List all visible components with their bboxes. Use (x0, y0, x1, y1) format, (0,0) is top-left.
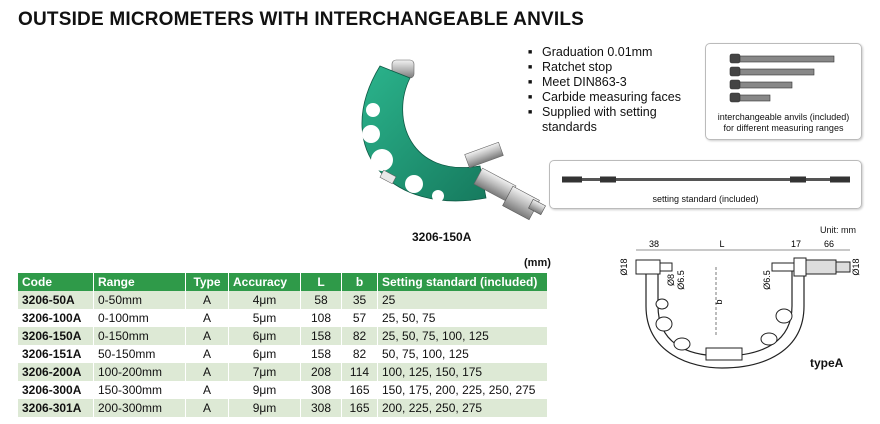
cell-code: 3206-200A (18, 363, 94, 381)
col-L: L (300, 273, 342, 291)
dim-d18-right: Ø18 (851, 258, 861, 275)
col-b: b (341, 273, 378, 291)
cell-code: 3206-301A (18, 399, 94, 417)
cell-range: 100-200mm (93, 363, 186, 381)
anvils-panel: interchangeable anvils (included) for di… (705, 43, 862, 140)
dim-d18-left: Ø18 (619, 258, 629, 275)
cell-L: 58 (300, 291, 342, 309)
cell-code: 3206-100A (18, 309, 94, 327)
table-row: 3206-301A 200-300mm A 9μm 308 165 200, 2… (18, 399, 548, 417)
anvil-rods-image (729, 53, 835, 103)
cell-range: 150-300mm (93, 381, 186, 399)
cell-L: 158 (300, 327, 342, 345)
feature-item: Graduation 0.01mm (528, 45, 698, 60)
cell-accuracy: 6μm (228, 345, 301, 363)
cell-code: 3206-150A (18, 327, 94, 345)
feature-item: Meet DIN863-3 (528, 75, 698, 90)
cell-L: 108 (300, 309, 342, 327)
cell-setting-standard: 50, 75, 100, 125 (377, 345, 548, 363)
cell-type: A (185, 327, 229, 345)
cell-type: A (185, 291, 229, 309)
cell-b: 82 (341, 345, 378, 363)
cell-accuracy: 6μm (228, 327, 301, 345)
cell-accuracy: 5μm (228, 309, 301, 327)
col-setting-standard: Setting standard (included) (377, 273, 548, 291)
cell-code: 3206-50A (18, 291, 94, 309)
cell-setting-standard: 25 (377, 291, 548, 309)
drawing-unit: Unit: mm (820, 225, 856, 235)
col-code: Code (18, 273, 94, 291)
cell-range: 0-50mm (93, 291, 186, 309)
cell-L: 158 (300, 345, 342, 363)
cell-b: 165 (341, 381, 378, 399)
setting-standard-panel: setting standard (included) (549, 160, 862, 209)
cell-b: 165 (341, 399, 378, 417)
cell-b: 82 (341, 327, 378, 345)
table-row: 3206-151A 50-150mm A 6μm 158 82 50, 75, … (18, 345, 548, 363)
dim-L: L (719, 239, 724, 249)
anvils-caption-line: interchangeable anvils (included) (717, 112, 850, 122)
cell-type: A (185, 381, 229, 399)
cell-range: 0-100mm (93, 309, 186, 327)
table-unit: (mm) (524, 257, 551, 269)
table-row: 3206-50A 0-50mm A 4μm 58 35 25 (18, 291, 548, 309)
type-label: typeA (810, 356, 844, 370)
setting-standard-rod-image (562, 176, 850, 183)
cell-L: 208 (300, 363, 342, 381)
cell-b: 57 (341, 309, 378, 327)
dimension-drawing: 38 L 17 66 Ø18 Ø18 Ø8 Ø6.5 Ø6.5 b (619, 239, 861, 369)
cell-setting-standard: 25, 50, 75 (377, 309, 548, 327)
cell-code: 3206-151A (18, 345, 94, 363)
spec-table: Code Range Type Accuracy L b Setting sta… (18, 273, 548, 417)
cell-accuracy: 9μm (228, 399, 301, 417)
cell-type: A (185, 309, 229, 327)
cell-setting-standard: 100, 125, 150, 175 (377, 363, 548, 381)
cell-range: 0-150mm (93, 327, 186, 345)
setting-standard-caption: setting standard (included) (652, 194, 759, 204)
cell-accuracy: 9μm (228, 381, 301, 399)
anvils-caption-line: for different measuring ranges (723, 123, 844, 133)
dim-38: 38 (649, 239, 659, 249)
cell-range: 200-300mm (93, 399, 186, 417)
cell-accuracy: 4μm (228, 291, 301, 309)
table-row: 3206-100A 0-100mm A 5μm 108 57 25, 50, 7… (18, 309, 548, 327)
cell-b: 114 (341, 363, 378, 381)
table-header-row: Code Range Type Accuracy L b Setting sta… (18, 273, 548, 291)
feature-list: Graduation 0.01mm Ratchet stop Meet DIN8… (528, 45, 698, 135)
micrometer-photo (361, 59, 546, 221)
model-label: 3206-150A (412, 230, 472, 244)
page-title: OUTSIDE MICROMETERS WITH INTERCHANGEABLE… (18, 9, 585, 30)
dim-d65-left: Ø6.5 (676, 270, 686, 290)
cell-range: 50-150mm (93, 345, 186, 363)
cell-code: 3206-300A (18, 381, 94, 399)
cell-accuracy: 7μm (228, 363, 301, 381)
dim-17: 17 (791, 239, 801, 249)
dim-66: 66 (824, 239, 834, 249)
table-row: 3206-150A 0-150mm A 6μm 158 82 25, 50, 7… (18, 327, 548, 345)
col-type: Type (185, 273, 229, 291)
feature-item: Carbide measuring faces (528, 90, 698, 105)
dim-d8: Ø8 (666, 274, 676, 286)
feature-item: Supplied with setting standards (528, 105, 698, 135)
cell-type: A (185, 345, 229, 363)
cell-type: A (185, 399, 229, 417)
dim-b: b (714, 299, 724, 304)
cell-L: 308 (300, 399, 342, 417)
cell-setting-standard: 200, 225, 250, 275 (377, 399, 548, 417)
table-row: 3206-300A 150-300mm A 9μm 308 165 150, 1… (18, 381, 548, 399)
cell-L: 308 (300, 381, 342, 399)
cell-setting-standard: 150, 175, 200, 225, 250, 275 (377, 381, 548, 399)
cell-setting-standard: 25, 50, 75, 100, 125 (377, 327, 548, 345)
col-accuracy: Accuracy (228, 273, 301, 291)
table-row: 3206-200A 100-200mm A 7μm 208 114 100, 1… (18, 363, 548, 381)
dim-d65-right: Ø6.5 (762, 270, 772, 290)
col-range: Range (93, 273, 186, 291)
feature-item: Ratchet stop (528, 60, 698, 75)
cell-b: 35 (341, 291, 378, 309)
cell-type: A (185, 363, 229, 381)
